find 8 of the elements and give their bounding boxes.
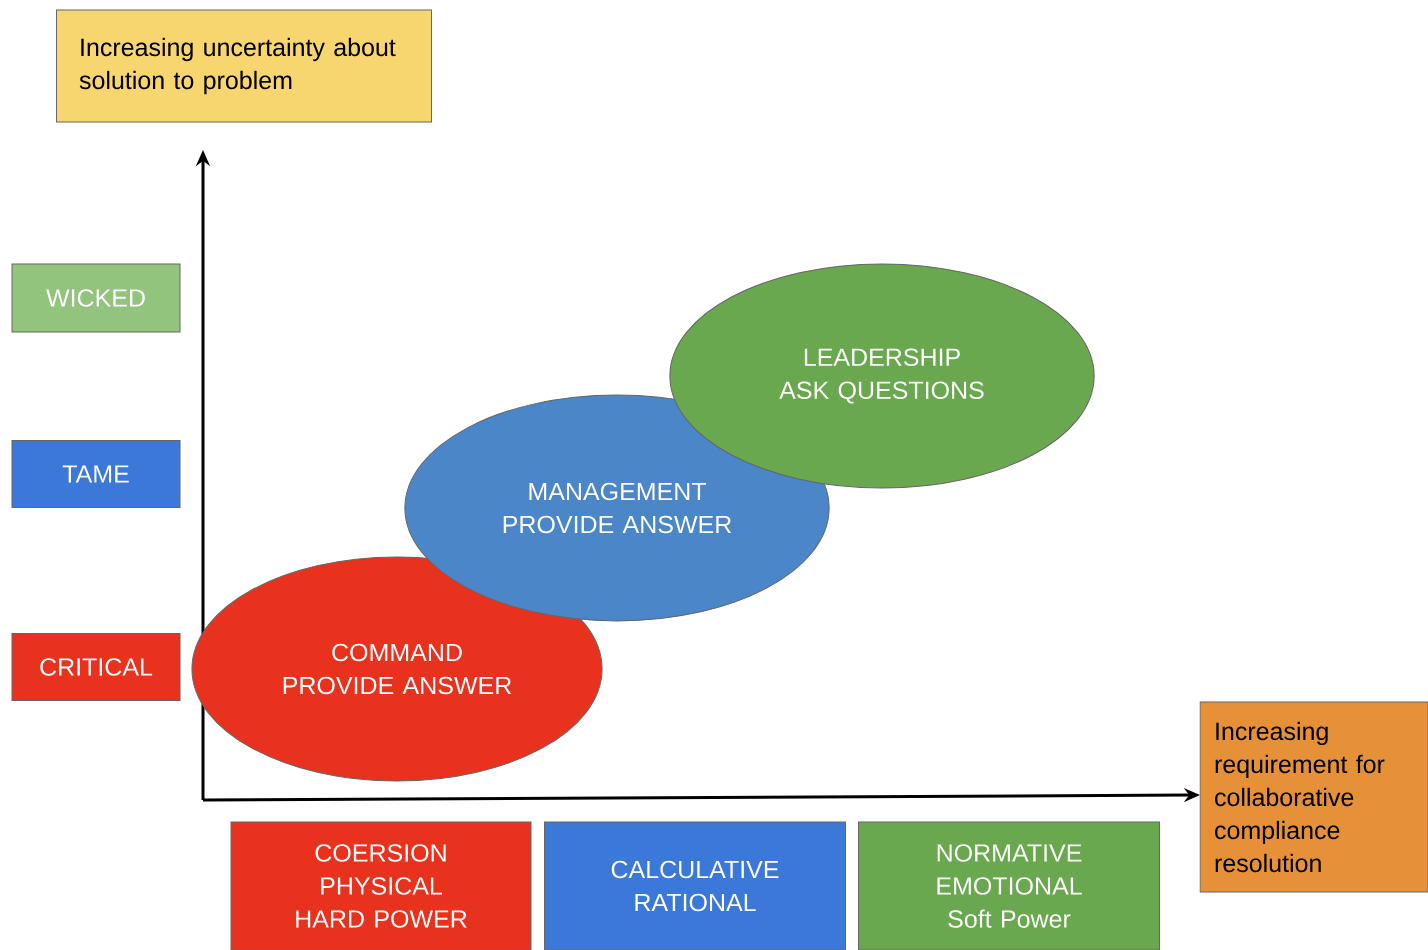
category-box: NORMATIVE EMOTIONAL Soft Power xyxy=(858,821,1160,950)
axis-label-box: Increasing requirement for collaborative compliance resolution xyxy=(1199,701,1428,893)
category-box: TAME xyxy=(11,440,181,508)
category-box: COERSION PHYSICAL HARD POWER xyxy=(230,821,532,950)
category-box: CRITICAL xyxy=(11,633,181,701)
category-box: WICKED xyxy=(11,263,181,333)
axis-label-box: Increasing uncertainty about solution to problem xyxy=(56,9,432,123)
category-box: CALCULATIVE RATIONAL xyxy=(544,821,846,950)
